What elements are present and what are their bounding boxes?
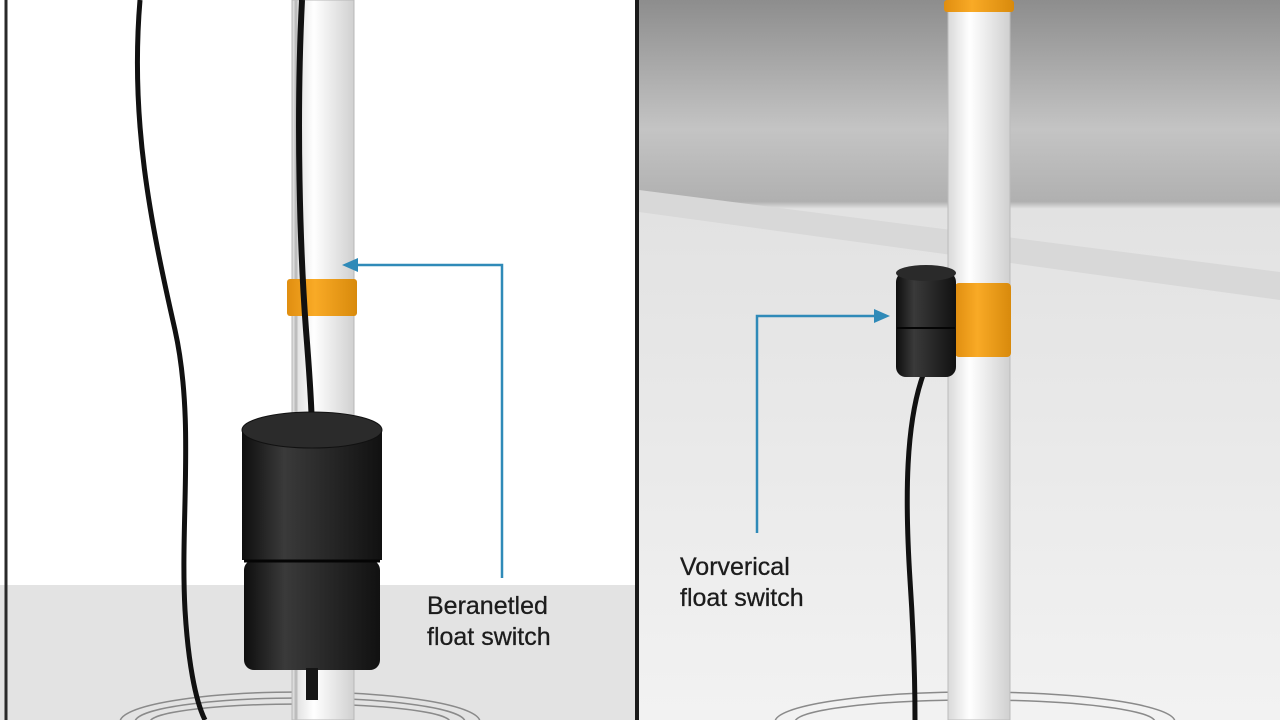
left-label-line-1: Beranetled (427, 592, 548, 620)
right-label-line-2: float switch (680, 584, 804, 612)
left-callout-arrow (342, 258, 504, 578)
right-panel (639, 0, 1280, 720)
right-callout-arrow (755, 309, 890, 533)
right-pipe-band (955, 283, 1011, 357)
left-panel (0, 0, 635, 720)
right-float (896, 265, 956, 377)
right-guide-pipe (947, 0, 1011, 720)
right-float-switch-label: Vorverical float switch (680, 552, 804, 614)
panel-divider (635, 0, 639, 720)
left-float (241, 411, 383, 700)
right-pipe-top-band (944, 0, 1014, 12)
left-float-switch-label: Beranetled float switch (427, 591, 551, 653)
left-pipe-band (287, 279, 357, 316)
left-label-line-2: float switch (427, 623, 551, 651)
right-float-cable (904, 369, 928, 720)
right-label-line-1: Vorverical (680, 553, 790, 581)
left-float-cable (296, 0, 315, 436)
left-outer-cable (134, 0, 208, 720)
